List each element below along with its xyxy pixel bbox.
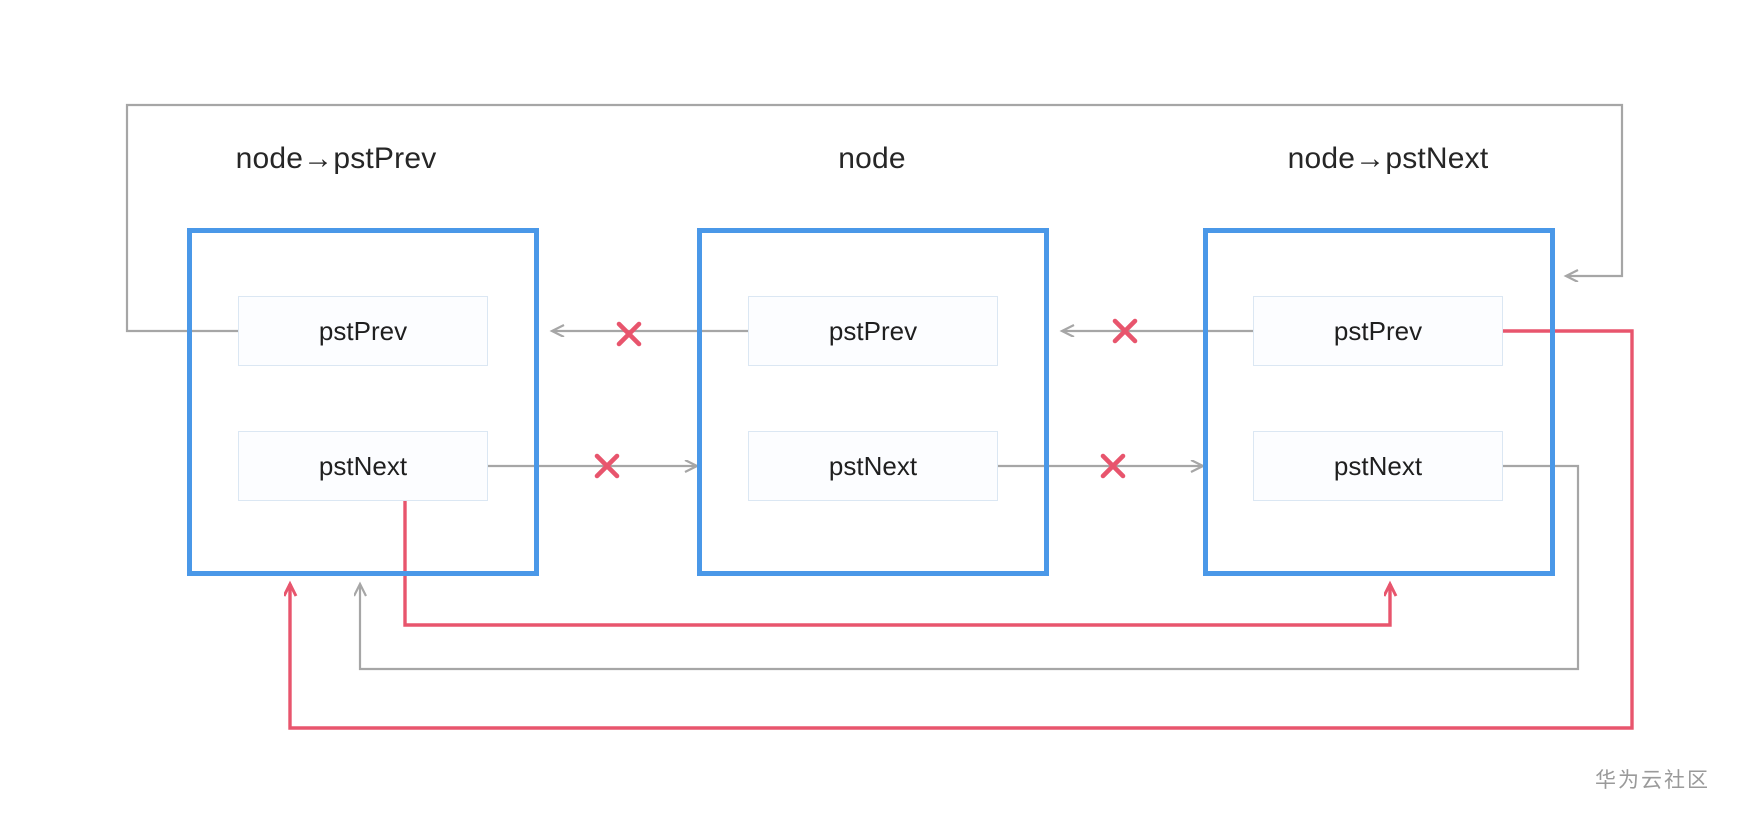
- watermark-text: 华为云社区: [1595, 769, 1710, 792]
- new-link-nextnode-pstprev-to-prevnode: [290, 329, 1634, 730]
- prev-node-box: [187, 228, 539, 576]
- next-node-box: [1203, 228, 1555, 576]
- node-title-prev: node→pstPrev: [235, 142, 437, 175]
- field-next-node-pstprev: pstPrev: [1253, 296, 1503, 366]
- cross-prevnode-next-to-node: [594, 453, 620, 479]
- node-box: [697, 228, 1049, 576]
- node-title-next: node→pstNext: [1287, 142, 1489, 175]
- cross-mark-group: [594, 318, 1138, 479]
- node-title-node: node: [838, 142, 906, 175]
- cross-nextnode-prev-to-node: [1112, 318, 1138, 344]
- field-node-pstprev: pstPrev: [748, 296, 998, 366]
- field-node-pstnext: pstNext: [748, 431, 998, 501]
- link-prevnode-pstprev-to-outside: [125, 103, 1624, 333]
- cross-node-next-to-nextnode: [1100, 453, 1126, 479]
- cross-node-prev-to-prevnode: [616, 321, 642, 347]
- field-next-node-pstnext: pstNext: [1253, 431, 1503, 501]
- new-link-prevnode-pstnext-to-nextnode: [403, 500, 1390, 627]
- field-prev-node-pstprev: pstPrev: [238, 296, 488, 366]
- field-prev-node-pstnext: pstNext: [238, 431, 488, 501]
